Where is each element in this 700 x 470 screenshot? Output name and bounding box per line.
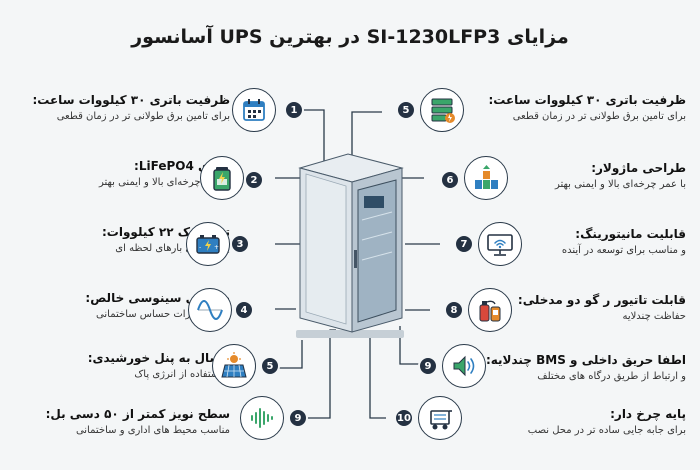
calendar-icon <box>232 88 276 132</box>
feature-desc: و استفاده از انرژی پاک <box>134 369 230 380</box>
step-badge: 3 <box>230 234 250 254</box>
feature-desc: برای جابه جایی ساده تر در محل نصب <box>527 425 686 436</box>
feature-left-5: اتصال به پنل خورشیدی: و استفاده از انرژی… <box>34 350 230 382</box>
svg-text:-: - <box>199 244 201 251</box>
step-badge: 8 <box>444 300 464 320</box>
step-badge: 7 <box>454 234 474 254</box>
feature-desc: و مناسب برای توسعه در آینده <box>561 245 686 256</box>
sine-wave-icon <box>188 288 232 332</box>
feature-left-1: ظرفیت باتری ۳۰ کیلووات ساعت: برای تامین … <box>32 92 230 124</box>
page-title: مزایای SI-1230LFP3 در بهترین UPS آسانسور <box>131 26 569 48</box>
feature-title: اتصال به پنل خورشیدی: <box>87 351 230 365</box>
feature-title: قابلت تاتیور ر گو دو مدخلی: <box>517 293 686 307</box>
feature-title: قابلیت مانیتورینگ: <box>575 227 686 241</box>
car-battery-icon: -+ <box>186 222 230 266</box>
feature-desc: و ارتباط از طریق درگاه های مختلف <box>537 371 686 382</box>
feature-title: اطفا حریق داخلی و BMS چندلایه: <box>485 353 686 367</box>
feature-right-4: قابلت تاتیور ر گو دو مدخلی: حفاظت چندلای… <box>518 292 686 324</box>
feature-desc: برای تحمل بارهای لحظه ای <box>115 243 230 254</box>
step-badge: 5 <box>260 356 280 376</box>
feature-right-5: اطفا حریق داخلی و BMS چندلایه: و ارتباط … <box>485 352 686 384</box>
battery-icon <box>200 156 244 200</box>
feature-title: سطح نویز کمتر از ۵۰ دسی بل: <box>45 407 230 421</box>
step-badge: 10 <box>394 408 414 428</box>
step-badge: 5 <box>396 100 416 120</box>
modular-blocks-icon <box>464 156 508 200</box>
feature-desc: با عمر چرخه‌ای بالا و ایمنی بهتر <box>554 179 686 190</box>
wheeled-cart-icon <box>418 396 462 440</box>
step-badge: 9 <box>288 408 308 428</box>
sound-wave-icon <box>240 396 284 440</box>
feature-desc: حفاظت چندلایه <box>622 311 686 322</box>
feature-title: ظرفیت باتری ۳۰ کیلووات ساعت: <box>488 93 686 107</box>
feature-desc: برای تجهیزات حساس ساختمانی <box>96 309 230 320</box>
feature-right-3: قابلیت مانیتورینگ: و مناسب برای توسعه در… <box>528 226 686 258</box>
feature-title: ظرفیت باتری ۳۰ کیلووات ساعت: <box>32 93 230 107</box>
fire-extinguisher-icon <box>468 288 512 332</box>
solar-panel-icon <box>212 344 256 388</box>
feature-right-6: پایه چرخ دار: برای جابه جایی ساده تر در … <box>490 406 686 438</box>
feature-title: پایه چرخ دار: <box>610 407 686 421</box>
step-badge: 4 <box>234 300 254 320</box>
monitor-wifi-icon <box>478 222 522 266</box>
step-badge: 2 <box>244 170 264 190</box>
feature-desc: با عمر چرخه‌ای بالا و ایمنی بهتر <box>98 177 230 188</box>
speaker-icon <box>442 344 486 388</box>
feature-right-1: ظرفیت باتری ۳۰ کیلووات ساعت: برای تامین … <box>488 92 686 124</box>
step-badge: 1 <box>284 100 304 120</box>
svg-text:+: + <box>214 244 219 251</box>
feature-desc: مناسب محیط های اداری و ساختمانی <box>75 425 230 436</box>
feature-desc: برای تامین برق طولانی تر در زمان قطعی <box>512 111 686 122</box>
feature-desc: برای تامین برق طولانی تر در زمان قطعی <box>56 111 230 122</box>
feature-title: طراحی ماژولار: <box>591 161 686 175</box>
server-rack-icon <box>420 88 464 132</box>
feature-right-2: طراحی ماژولار: با عمر چرخه‌ای بالا و ایم… <box>490 160 686 192</box>
feature-left-6: سطح نویز کمتر از ۵۰ دسی بل: مناسب محیط ه… <box>34 406 230 438</box>
step-badge: 6 <box>440 170 460 190</box>
step-badge: 9 <box>418 356 438 376</box>
ups-cabinet <box>296 153 404 338</box>
